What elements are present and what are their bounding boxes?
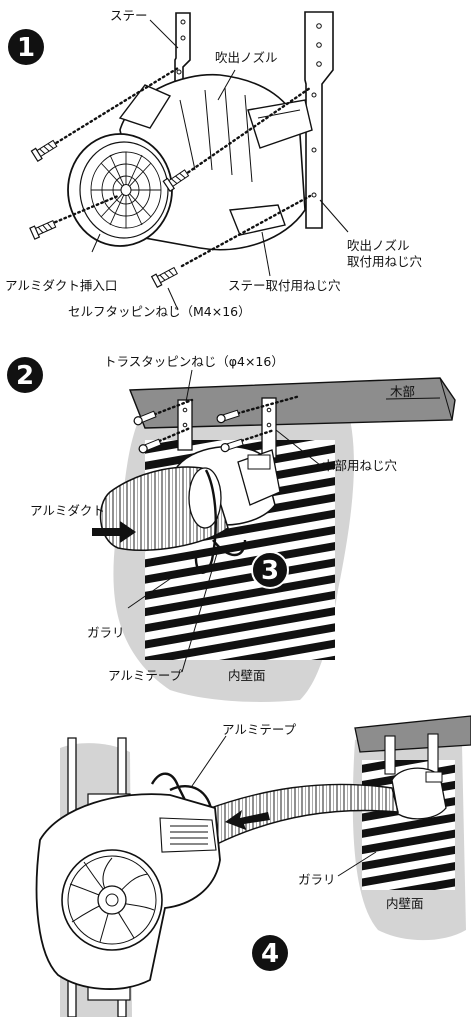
leader-nozzle-hole [319, 199, 349, 233]
label-inner-wall-4: 内壁面 [386, 896, 424, 911]
leader-outlet-nozzle [217, 69, 236, 101]
screw-icon [133, 410, 157, 426]
screw-path-4 [150, 194, 312, 288]
step-1-number: 1 [17, 33, 35, 63]
label-inner-wall: 内壁面 [228, 668, 266, 683]
step-2: 2 [7, 354, 456, 702]
step-4-number: 4 [261, 939, 279, 969]
label-louver: ガラリ [87, 625, 125, 640]
insert-arrow-icon [92, 521, 136, 543]
blower-icon [35, 793, 221, 990]
label-truss-screw: トラスタッピンねじ（φ4×16） [104, 354, 284, 369]
step-1: 1 [5, 8, 423, 319]
label-louver-4: ガラリ [298, 872, 336, 887]
flexible-duct-icon [204, 783, 399, 846]
step-4-badge: 4 [252, 935, 288, 971]
stay-bracket-right-icon [304, 11, 334, 229]
leader-louver-4 [337, 851, 377, 877]
step-2-badge: 2 [7, 357, 43, 393]
screw-icon [29, 220, 57, 240]
leader-stay-hole [261, 231, 271, 277]
aluminum-tape-icon [194, 469, 247, 574]
screw-icon [216, 409, 240, 424]
screw-icon [138, 438, 162, 454]
outlet-nozzle-icon [391, 767, 447, 820]
screw-icon [30, 139, 58, 163]
leader-tape [181, 549, 219, 673]
stay-bracket-icon [384, 735, 396, 775]
screw-icon [162, 169, 190, 193]
label-aluminum-tape: アルミテープ [108, 668, 183, 683]
label-wood-hole: 木部用ねじ穴 [322, 458, 398, 473]
step-4: 4 アルミテープ ガラリ 内壁面 [35, 715, 471, 1017]
leader-stay [149, 19, 179, 49]
step-2-number: 2 [16, 361, 34, 391]
label-stay-hole: ステー取付用ねじ穴 [228, 278, 341, 293]
label-stay: ステー [110, 8, 148, 23]
label-outlet-nozzle: 吹出ノズル [215, 50, 278, 65]
wood-beam-icon [354, 715, 471, 753]
step-3-number: 3 [261, 556, 279, 586]
label-wood: 木部 [390, 384, 415, 399]
label-aluminum-tape-4: アルミテープ [222, 722, 297, 737]
stay-bracket-right-icon [261, 397, 277, 459]
step-3-badge: 3 [251, 551, 289, 589]
label-nozzle-hole-line1: 吹出ノズル [347, 238, 410, 253]
screw-path-1 [30, 66, 180, 163]
stay-bracket-left-icon [177, 399, 193, 451]
leader-truss-screw [185, 369, 193, 403]
screw-icon [150, 266, 178, 288]
outlet-nozzle-icon [67, 73, 313, 251]
label-aluminum-duct: アルミダクト [30, 503, 105, 518]
screw-icon [220, 438, 244, 453]
leader-aluminum-tape-4 [191, 735, 227, 787]
screw-path-2 [162, 86, 312, 193]
label-tapping-screw: セルフタッピンねじ（M4×16） [68, 304, 251, 319]
leader-wood-hole [275, 429, 321, 466]
leader-duct-inlet [91, 233, 101, 253]
screw-path-3 [29, 194, 120, 240]
leader-wood [385, 397, 441, 400]
airflow-arrow-icon [225, 810, 270, 830]
step-1-badge: 1 [8, 29, 44, 65]
leader-tapping-screw [167, 287, 179, 311]
label-duct-inlet: アルミダクト挿入口 [5, 278, 117, 293]
leader-louver [127, 571, 181, 609]
label-nozzle-hole-line2: 取付用ねじ穴 [347, 254, 423, 269]
